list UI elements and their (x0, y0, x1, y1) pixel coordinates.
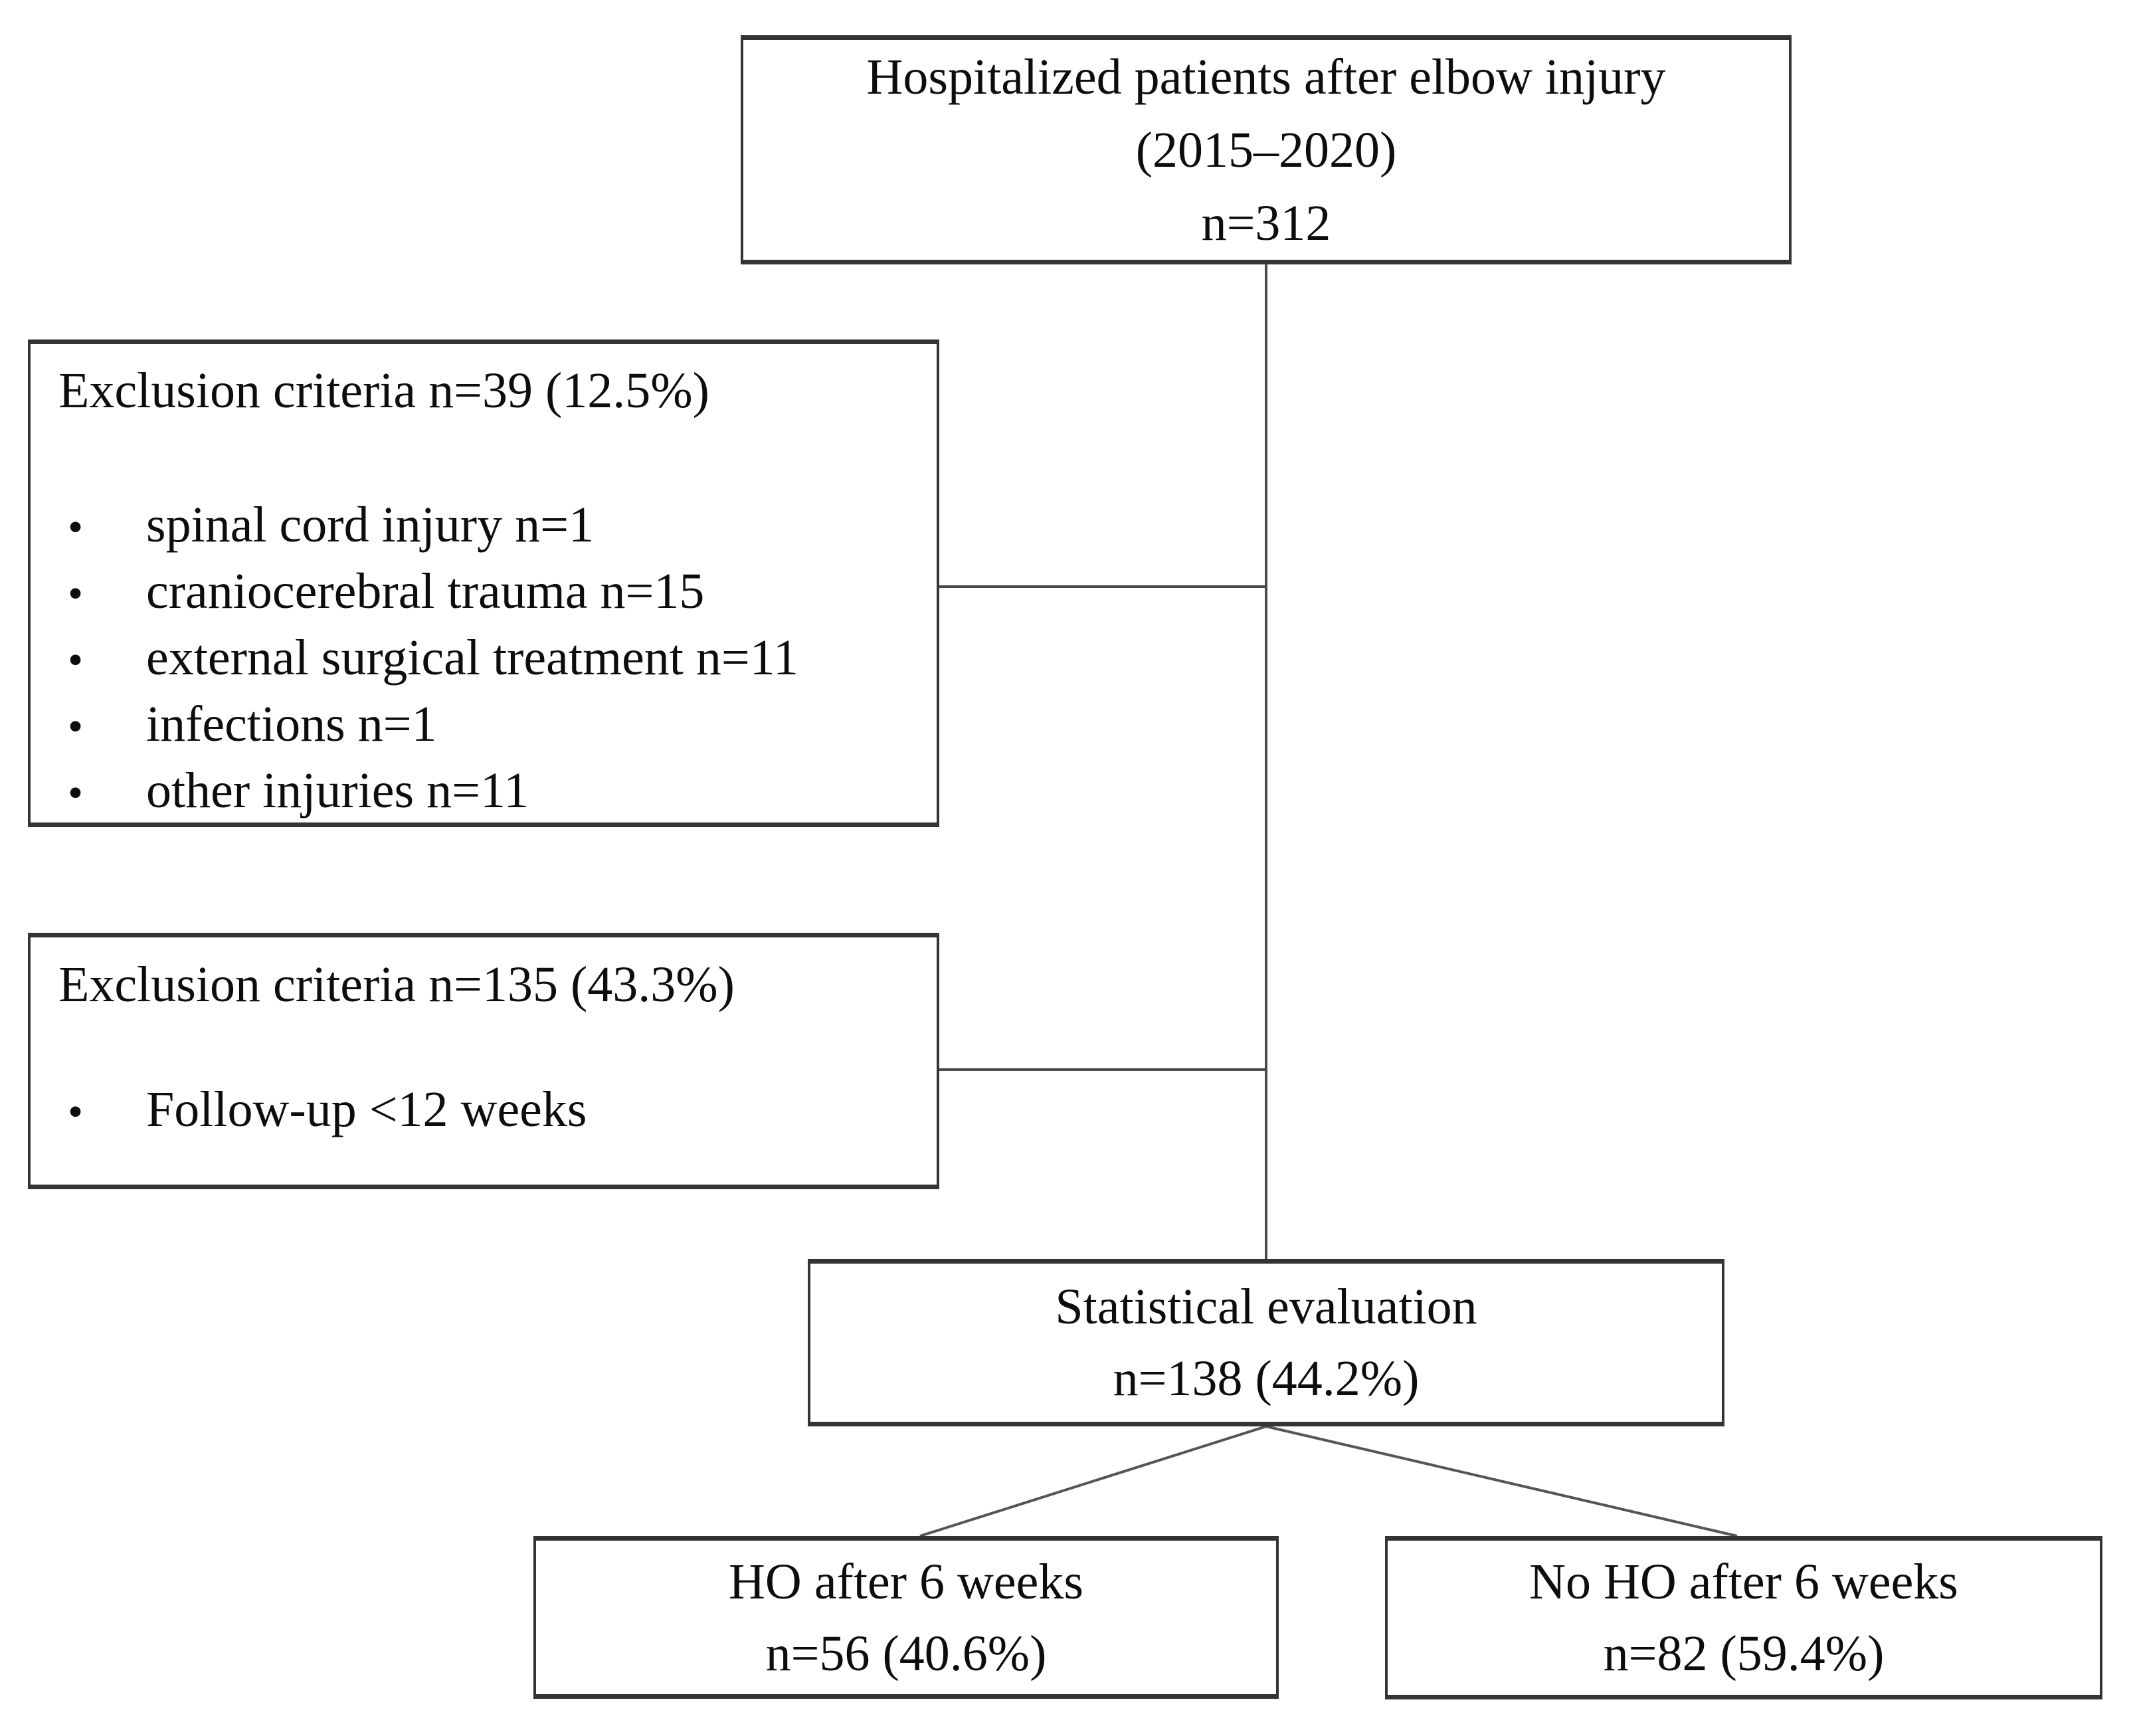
exclusion-box-2-title: Exclusion criteria n=135 (43.3%) (58, 957, 735, 1013)
outcome-no-ho-line-1: No HO after 6 weeks (1529, 1554, 1958, 1610)
list-item: • spinal cord injury n=1 (58, 493, 937, 559)
outcome-box-no-ho: No HO after 6 weeks n=82 (59.4%) (1385, 1536, 2102, 1699)
bullet-icon: • (68, 769, 84, 817)
list-item: • Follow-up <12 weeks (58, 1078, 937, 1144)
connector-diagonal-right (1265, 1425, 1738, 1537)
outcome-ho-line-2: n=56 (40.6%) (765, 1625, 1047, 1682)
top-box-hospitalized-patients: Hospitalized patients after elbow injury… (741, 35, 1792, 264)
list-item: • craniocerebral trauma n=15 (58, 559, 937, 626)
top-box-line-2: (2015–2020) (1135, 122, 1397, 178)
statistical-box-line-1: Statistical evaluation (1055, 1279, 1477, 1335)
list-item: • infections n=1 (58, 692, 937, 759)
outcome-ho-line-1: HO after 6 weeks (729, 1553, 1083, 1610)
exclusion-criteria-box-1: Exclusion criteria n=39 (12.5%) • spinal… (28, 339, 939, 827)
list-item: • other injuries n=11 (58, 759, 937, 825)
outcome-no-ho-line-2: n=82 (59.4%) (1603, 1626, 1885, 1682)
exclusion-box-1-bullet-list: • spinal cord injury n=1 • craniocerebra… (31, 493, 937, 825)
bullet-icon: • (68, 503, 84, 551)
bullet-icon: • (68, 1088, 84, 1136)
exclusion-box-1-title: Exclusion criteria n=39 (12.5%) (58, 363, 709, 419)
bullet-icon: • (68, 702, 84, 751)
bullet-text: Follow-up <12 weeks (146, 1082, 587, 1137)
bullet-text: external surgical treatment n=11 (146, 630, 798, 686)
bullet-text: infections n=1 (146, 696, 437, 752)
bullet-icon: • (68, 569, 84, 618)
bullet-text: spinal cord injury n=1 (146, 497, 594, 553)
top-box-line-1: Hospitalized patients after elbow injury (866, 48, 1666, 105)
statistical-box-line-2: n=138 (44.2%) (1113, 1351, 1420, 1406)
exclusion-criteria-box-2: Exclusion criteria n=135 (43.3%) • Follo… (28, 933, 939, 1189)
list-item: • external surgical treatment n=11 (58, 626, 937, 692)
bullet-icon: • (68, 636, 84, 684)
exclusion-box-2-bullet-list: • Follow-up <12 weeks (31, 1078, 937, 1144)
connector-diagonal-left (919, 1425, 1267, 1537)
top-box-line-3: n=312 (1201, 195, 1331, 251)
outcome-box-ho: HO after 6 weeks n=56 (40.6%) (533, 1536, 1279, 1699)
statistical-evaluation-box: Statistical evaluation n=138 (44.2%) (808, 1259, 1724, 1426)
bullet-text: other injuries n=11 (146, 763, 529, 819)
bullet-text: craniocerebral trauma n=15 (146, 563, 705, 619)
